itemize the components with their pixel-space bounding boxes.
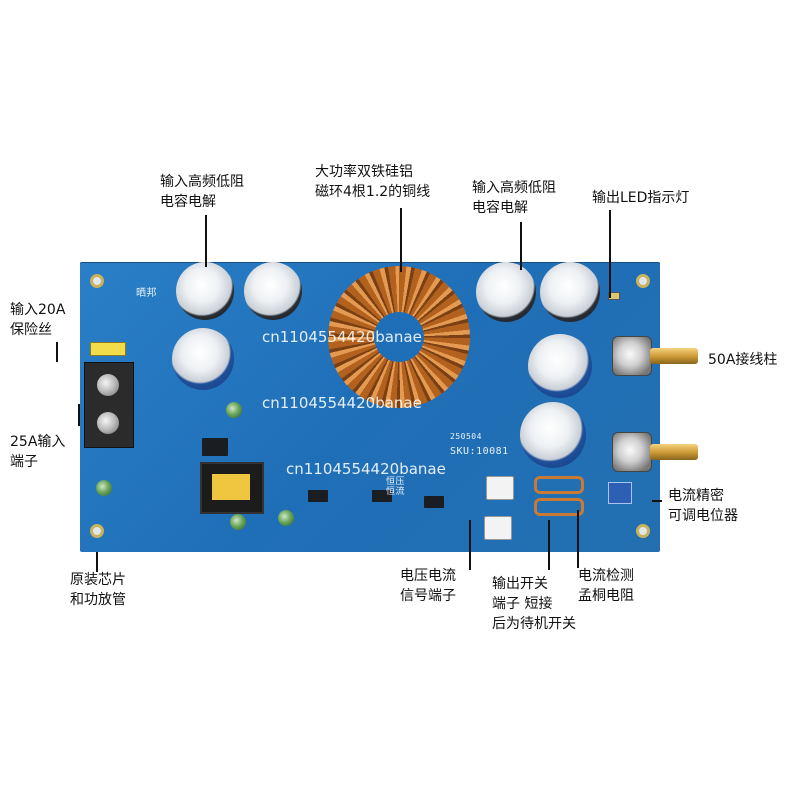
output-led xyxy=(608,292,620,300)
label-binding-post: 50A接线柱 xyxy=(708,352,778,368)
terminal-screw xyxy=(97,412,119,434)
label-line: 可调电位器 xyxy=(668,508,738,524)
annotation-line xyxy=(469,520,471,570)
shunt-resistor xyxy=(534,476,584,494)
label-inductor: 大功率双铁硅铝 磁环4根1.2的铜线 xyxy=(315,162,430,202)
label-line: 端子 短接 xyxy=(492,596,553,612)
mounting-hole xyxy=(90,524,104,538)
brand-silkscreen: 晒邦 xyxy=(136,288,157,299)
output-binding-post xyxy=(612,432,652,472)
signal-connector xyxy=(486,476,514,500)
label-line: 保险丝 xyxy=(10,322,52,338)
ic-chip xyxy=(308,490,328,502)
input-capacitor xyxy=(176,262,234,320)
mounting-hole xyxy=(90,274,104,288)
label-line: 电容电解 xyxy=(160,194,216,210)
watermark-text: cn1104554420banae xyxy=(262,328,422,346)
mounting-hole xyxy=(636,274,650,288)
label-line: 电容电解 xyxy=(472,200,528,216)
label-line: 孟桐电阻 xyxy=(578,588,634,604)
label-line: 25A输入 xyxy=(10,434,66,450)
label-signal-terminal: 电压电流 信号端子 xyxy=(400,566,456,606)
annotation-line xyxy=(577,510,579,568)
label-input-cap-left: 输入高频低阻 电容电解 xyxy=(160,172,244,212)
small-capacitor xyxy=(96,480,112,496)
watermark-text: cn1104554420banae xyxy=(262,394,422,412)
label-line: 磁环4根1.2的铜线 xyxy=(315,184,431,200)
input-capacitor xyxy=(244,262,302,320)
binding-post-rod xyxy=(650,348,698,364)
constant-voltage-silkscreen: 恒压 xyxy=(386,477,406,487)
shunt-resistor xyxy=(534,498,584,516)
label-fuse: 输入20A 保险丝 xyxy=(10,300,65,340)
watermark-text: cn1104554420banae xyxy=(286,460,446,478)
ic-chip xyxy=(424,496,444,508)
small-capacitor xyxy=(230,514,246,530)
label-line: 电流检测 xyxy=(578,568,634,584)
binding-post-rod xyxy=(650,444,698,460)
small-capacitor xyxy=(226,402,242,418)
terminal-screw xyxy=(97,374,119,396)
label-input-terminal: 25A输入 端子 xyxy=(10,432,65,472)
label-output-switch: 输出开关 端子 短接 后为待机开关 xyxy=(492,574,576,634)
annotation-line xyxy=(56,342,58,362)
small-capacitor xyxy=(278,510,294,526)
annotation-line xyxy=(96,552,98,572)
label-potentiometer: 电流精密 可调电位器 xyxy=(668,486,738,526)
fuse xyxy=(90,342,126,356)
label-line: 输出开关 xyxy=(492,576,548,592)
label-line: 原装芯片 xyxy=(70,572,126,588)
annotation-line xyxy=(520,222,522,270)
ic-chip xyxy=(202,438,228,456)
label-line: 和功放管 xyxy=(70,592,126,608)
annotation-line xyxy=(548,520,550,570)
input-capacitor xyxy=(540,262,600,322)
label-output-led: 输出LED指示灯 xyxy=(592,190,690,206)
signal-connector xyxy=(484,516,512,540)
ic-chip xyxy=(372,490,392,502)
label-shunt: 电流检测 孟桐电阻 xyxy=(578,566,634,606)
label-line: 大功率双铁硅铝 xyxy=(315,164,413,180)
label-line: 输入20A xyxy=(10,302,66,318)
label-line: 电压电流 xyxy=(400,568,456,584)
toroid-core-hole xyxy=(374,312,424,362)
annotation-line xyxy=(400,208,402,272)
label-line: 输入高频低阻 xyxy=(472,180,556,196)
constant-current-silkscreen: 恒流 xyxy=(386,487,406,497)
output-binding-post xyxy=(612,336,652,376)
label-line: 电流精密 xyxy=(668,488,724,504)
input-capacitor xyxy=(172,328,234,390)
annotation-line xyxy=(78,404,80,426)
transformer xyxy=(200,462,264,514)
input-capacitor xyxy=(476,262,536,322)
label-chip: 原装芯片 和功放管 xyxy=(70,570,126,610)
annotation-line xyxy=(205,215,207,267)
label-input-cap-right: 输入高频低阻 电容电解 xyxy=(472,178,556,218)
batch-silkscreen: 250504 xyxy=(450,432,482,441)
mounting-hole xyxy=(636,524,650,538)
output-capacitor xyxy=(520,402,586,468)
output-capacitor xyxy=(528,334,592,398)
potentiometer xyxy=(608,482,632,504)
label-line: 输入高频低阻 xyxy=(160,174,244,190)
label-line: 信号端子 xyxy=(400,588,456,604)
annotation-line xyxy=(652,500,662,502)
pcb-board: 晒邦 250504 SKU:10081 恒压 恒流 c xyxy=(80,262,660,552)
label-line: 端子 xyxy=(10,454,38,470)
annotation-line xyxy=(609,210,611,298)
label-line: 后为待机开关 xyxy=(492,616,576,632)
sku-silkscreen: SKU:10081 xyxy=(450,446,509,457)
